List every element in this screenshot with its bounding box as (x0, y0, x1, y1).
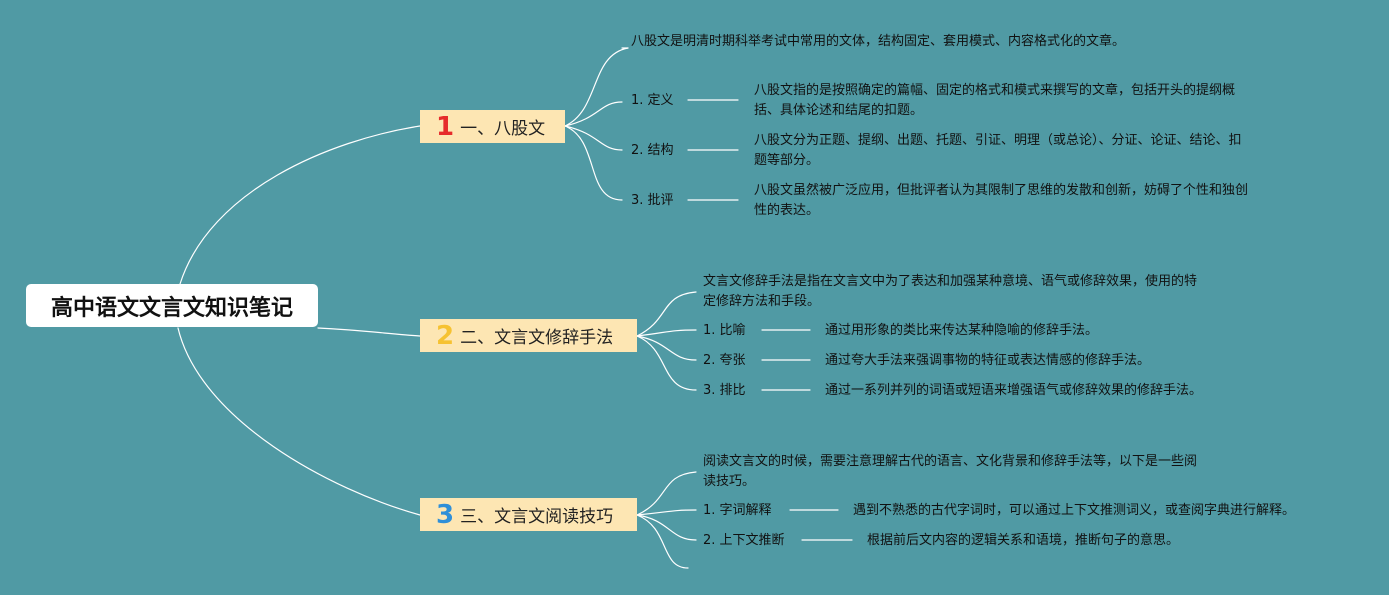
branch-1-item-1-label: 1. 定义 (631, 93, 674, 108)
branch-2-item-2-desc: 通过夸大手法来强调事物的特征或表达情感的修辞手法。 (825, 353, 1151, 368)
connector-b3-item2 (636, 514, 697, 541)
connector-b3-item1 (636, 509, 697, 516)
branch-title-3: 三、文言文阅读技巧 (460, 507, 614, 527)
root-title: 高中语文文言文知识笔记 (50, 295, 293, 321)
branch-2-item-2-label: 2. 夸张 (703, 353, 746, 368)
branch-1-intro: 八股文是明清时期科举考试中常用的文体，结构固定、套用模式、内容格式化的文章。 (631, 34, 1126, 49)
connector-b1-item2 (564, 125, 623, 151)
branch-topic-2[interactable]: 2 二、文言文修辞手法 (420, 319, 637, 352)
connector-b2-item3 (636, 335, 697, 391)
branch-3-item-2-desc: 根据前后文内容的逻辑关系和语境，推断句子的意思。 (867, 533, 1180, 548)
connector-b2-item2 (636, 335, 697, 361)
branch-1-item-3-label: 3. 批评 (631, 193, 674, 208)
branch-1-item-1-desc: 八股文指的是按照确定的篇幅、固定的格式和模式来撰写的文章，包括开头的提纲概括、具… (754, 83, 1236, 118)
branch-2-item-1-label: 1. 比喻 (703, 323, 746, 338)
connector-b2-item1 (636, 329, 697, 337)
branch-2-item-1-desc: 通过用形象的类比来传达某种隐喻的修辞手法。 (825, 323, 1099, 338)
connector-b3-intro (636, 471, 697, 516)
number-badge-2: 2 (436, 320, 455, 351)
branch-topic-3[interactable]: 3 三、文言文阅读技巧 (420, 498, 637, 531)
branch-topic-1[interactable]: 1 一、八股文 (420, 110, 565, 143)
connector-b2-intro (636, 291, 697, 337)
branch-2-item-3-desc: 通过一系列并列的词语或短语来增强语气或修辞效果的修辞手法。 (825, 383, 1203, 398)
connector-b1-item3 (564, 125, 623, 201)
connector-root-branch-1 (179, 125, 421, 285)
branch-1-item-2-desc: 八股文分为正题、提纲、出题、托题、引证、明理（或总论）、分证、论证、结论、扣题等… (754, 133, 1242, 168)
branch-1-item-3-desc: 八股文虽然被广泛应用，但批评者认为其限制了思维的发散和创新，妨碍了个性和独创性的… (754, 183, 1249, 218)
branch-2-intro: 文言文修辞手法是指在文言文中为了表达和加强某种意境、语气或修辞效果，使用的特定修… (703, 274, 1198, 309)
connector-b3-item3 (636, 514, 689, 569)
root-topic[interactable]: 高中语文文言文知识笔记 (26, 284, 318, 327)
branch-2-item-3-label: 3. 排比 (703, 383, 746, 398)
branch-3-item-1-desc: 遇到不熟悉的古代字词时，可以通过上下文推测词义，或查阅字典进行解释。 (853, 503, 1296, 518)
connector-b1-intro (564, 47, 629, 127)
connector-root-branch-3 (177, 327, 421, 516)
branch-3-intro: 阅读文言文的时候，需要注意理解古代的语言、文化背景和修辞手法等，以下是一些阅读技… (703, 454, 1198, 489)
connector-b1-item1 (564, 101, 623, 127)
branch-1-item-2-label: 2. 结构 (631, 143, 674, 158)
connector-root-branch-2 (317, 327, 421, 337)
branch-title-2: 二、文言文修辞手法 (460, 328, 614, 348)
branch-3-item-2-label: 2. 上下文推断 (703, 533, 785, 548)
branch-title-1: 一、八股文 (460, 119, 546, 139)
branch-3-item-1-label: 1. 字词解释 (703, 503, 772, 518)
number-badge-3: 3 (436, 499, 455, 530)
number-badge-1: 1 (436, 111, 455, 142)
